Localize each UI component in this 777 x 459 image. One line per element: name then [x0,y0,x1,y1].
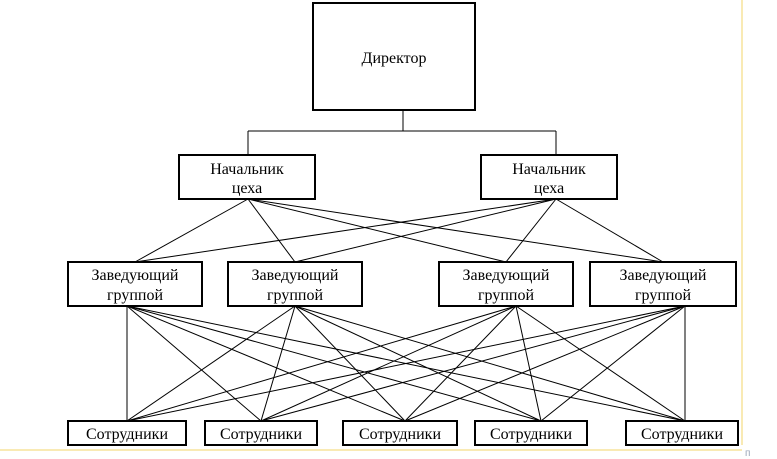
shop-head-box [480,154,618,200]
group-head-node-1: Заведующий группой [67,261,203,307]
connector-group3-employees5 [515,305,686,422]
employees-box [67,420,187,446]
employees-box [474,420,588,446]
employees-node-4: Сотрудники [474,420,588,446]
employees-label: Сотрудники [220,426,302,443]
group-head-label-line1: Заведующий [251,267,338,284]
connector-group2-employees5 [294,305,686,422]
group-head-label-line2: группой [635,287,691,304]
connector-group3-employees2 [260,305,517,422]
connector-lines [126,110,686,422]
group-head-node-4: Заведующий группой [589,261,737,307]
shop-head-node-1: Начальник цеха [178,154,316,200]
connector-shop2-group4 [555,198,664,263]
employees-label: Сотрудники [86,426,168,443]
connector-shop2-group3 [505,198,557,263]
connector-group2-employees1 [126,305,296,422]
shop-head-node-2: Начальник цеха [480,154,618,200]
group-head-box [589,261,737,307]
group-head-box [227,261,363,307]
group-head-label-line2: группой [107,287,163,304]
employees-node-5: Сотрудники [625,420,739,446]
shop-head-box [178,154,316,200]
connector-shop1-group3 [247,198,507,263]
connector-group1-employees4 [126,305,542,422]
group-head-label-line1: Заведующий [619,267,706,284]
connector-group4-employees4 [540,305,686,422]
employees-box [204,420,318,446]
group-head-label-line2: группой [478,287,534,304]
employees-label: Сотрудники [490,426,572,443]
group-head-label-line2: группой [267,287,323,304]
connector-group1-employees2 [126,305,262,422]
shop-head-label-line1: Начальник [210,161,284,178]
employees-node-2: Сотрудники [204,420,318,446]
group-head-label-line1: Заведующий [91,267,178,284]
employees-label: Сотрудники [359,426,441,443]
connector-shop1-group4 [247,198,664,263]
employees-node-3: Сотрудники [342,420,458,446]
director-node: Директор [312,2,476,111]
shop-head-label-line1: Начальник [512,161,586,178]
connector-shop1-group2 [247,198,296,263]
connector-group4-employees2 [260,305,686,422]
connector-group3-employees4 [515,305,542,422]
employees-label: Сотрудники [641,426,723,443]
group-head-label-line1: Заведующий [462,267,549,284]
connector-group4-employees1 [126,305,686,422]
group-head-box [438,261,574,307]
group-head-node-2: Заведующий группой [227,261,363,307]
connector-shop2-group2 [294,198,557,263]
connector-group4-employees3 [404,305,686,422]
connector-group2-employees4 [294,305,542,422]
group-head-box [67,261,203,307]
director-label: Директор [362,50,427,67]
group-head-node-3: Заведующий группой [438,261,574,307]
connector-group2-employees2 [260,305,296,422]
connector-group3-employees3 [404,305,517,422]
employees-node-1: Сотрудники [67,420,187,446]
shop-head-label-line2: цеха [534,180,564,197]
connector-shop1-group1 [134,198,249,263]
employees-box [625,420,739,446]
employees-box [342,420,458,446]
director-box [312,2,476,111]
connector-group3-employees1 [126,305,517,422]
connector-group1-employees3 [126,305,406,422]
shop-head-label-line2: цеха [232,180,262,197]
connector-shop2-group1 [134,198,557,263]
connector-group2-employees3 [294,305,406,422]
corner-mark: п [745,448,750,459]
